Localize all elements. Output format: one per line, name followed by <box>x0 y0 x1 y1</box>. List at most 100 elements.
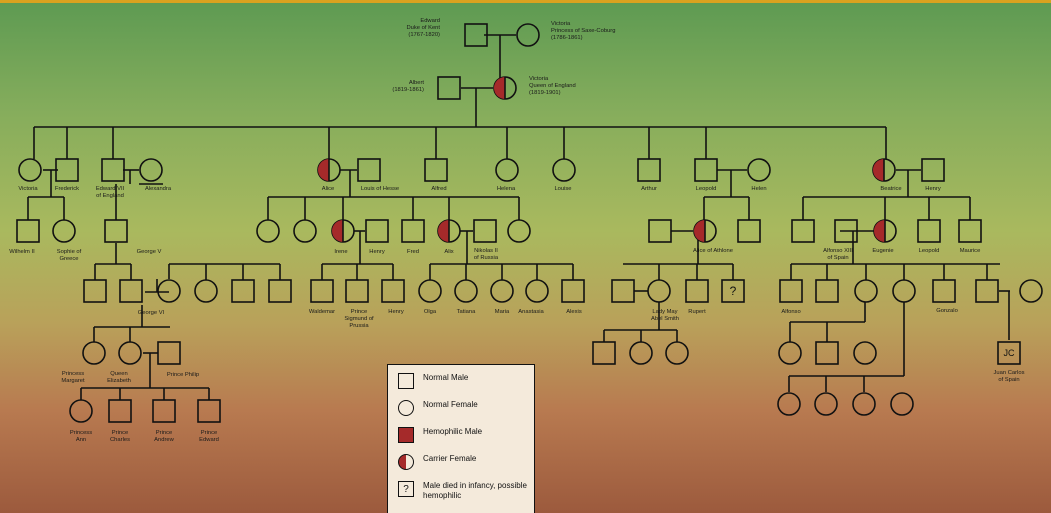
female-symbol <box>1019 279 1043 303</box>
legend: Normal Male Normal Female Hemophilic Mal… <box>387 364 535 513</box>
question-mark-icon: ? <box>398 481 414 497</box>
person-rupert: Rupert <box>685 279 709 315</box>
female-symbol <box>293 219 317 243</box>
male-symbol <box>152 399 176 423</box>
person-x13 <box>592 341 616 365</box>
person-alice: Alice <box>317 158 341 192</box>
female-symbol <box>139 158 163 182</box>
female-symbol <box>69 399 93 423</box>
person-x7 <box>256 219 280 243</box>
name-label: Maurice <box>960 248 981 254</box>
person-alexandra: Alexandra <box>139 158 172 192</box>
person-x15 <box>665 341 689 365</box>
hemophilic-male-symbol <box>561 279 585 303</box>
female-symbol <box>118 341 142 365</box>
male-symbol <box>119 279 143 303</box>
male-symbol <box>231 279 255 303</box>
male-symbol <box>737 219 761 243</box>
female-symbol <box>454 279 478 303</box>
male-symbol <box>648 219 672 243</box>
name-label: George V <box>137 249 162 255</box>
female-symbol <box>82 341 106 365</box>
name-label: Alexis <box>566 309 582 315</box>
male-symbol <box>975 279 999 303</box>
name-label: Alexandra <box>145 186 172 192</box>
name-label: Helen <box>751 186 766 192</box>
person-alice-athlone: Alice of Athlone <box>693 219 733 254</box>
person-x18 <box>854 279 878 303</box>
female-symbol <box>507 219 531 243</box>
person-x24 <box>853 341 877 365</box>
name-label: Wilhelm II <box>9 249 35 255</box>
name-label: Gonzalo <box>936 308 958 314</box>
name-label: Helena <box>497 186 516 192</box>
carrier-half-fill <box>694 220 705 242</box>
male-symbol <box>83 279 107 303</box>
male-symbol <box>197 399 221 423</box>
male-symbol <box>437 76 461 100</box>
person-tatiana: Tatiana <box>454 279 478 315</box>
female-symbol <box>890 392 914 416</box>
name-label: Louise <box>554 186 571 192</box>
person-x9 <box>507 219 531 243</box>
carrier-half-fill <box>494 77 505 99</box>
person-victoria-g2: Victoria <box>18 158 42 192</box>
name-label: Fred <box>407 249 419 255</box>
legend-label: Normal Female <box>423 400 478 409</box>
female-symbol <box>490 279 514 303</box>
person-x25 <box>777 392 801 416</box>
person-x5 <box>231 279 255 303</box>
female-symbol <box>647 279 671 303</box>
male-symbol <box>108 399 132 423</box>
person-x3 <box>157 279 181 303</box>
male-symbol <box>834 219 858 243</box>
person-q1: ? <box>721 279 745 303</box>
person-henry: Henry <box>921 158 945 192</box>
name-label: Rupert <box>688 309 706 315</box>
name-label: Henry <box>369 249 385 255</box>
carrier-female-icon <box>398 454 414 470</box>
person-x22 <box>778 341 802 365</box>
person-x14 <box>629 341 653 365</box>
person-helena: Helena <box>495 158 519 192</box>
female-symbol <box>495 158 519 182</box>
male-symbol <box>921 158 945 182</box>
hemophilic-male-icon <box>398 427 414 443</box>
person-louise: Louise <box>552 158 576 192</box>
name-label: Alfred <box>431 186 446 192</box>
person-beatrice: Beatrice <box>872 158 902 192</box>
person-x2 <box>119 279 143 303</box>
person-maria: Maria <box>490 279 514 315</box>
person-fred: Fred <box>401 219 425 255</box>
hemophilic-male-symbol <box>381 279 405 303</box>
person-helen: Helen <box>747 158 771 192</box>
female-symbol <box>814 392 838 416</box>
male-symbol <box>815 279 839 303</box>
legend-label: Male died in infancy, possible hemophili… <box>423 481 527 500</box>
name-label: Leopold <box>696 186 717 192</box>
male-symbol <box>637 158 661 182</box>
person-henry3: Henry <box>381 279 405 315</box>
male-symbol <box>345 279 369 303</box>
name-label: Beatrice <box>880 186 901 192</box>
person-albert: Albert(1819-1861) <box>392 76 461 100</box>
name-label: Irene <box>334 249 347 255</box>
female-symbol <box>852 392 876 416</box>
top-stripe <box>0 0 1051 3</box>
female-symbol <box>854 279 878 303</box>
hemophilic-male-symbol <box>694 158 718 182</box>
carrier-half-fill <box>874 220 885 242</box>
legend-label: Normal Male <box>423 373 469 382</box>
name-label: Louis of Hesse <box>361 186 399 192</box>
person-x1 <box>83 279 107 303</box>
